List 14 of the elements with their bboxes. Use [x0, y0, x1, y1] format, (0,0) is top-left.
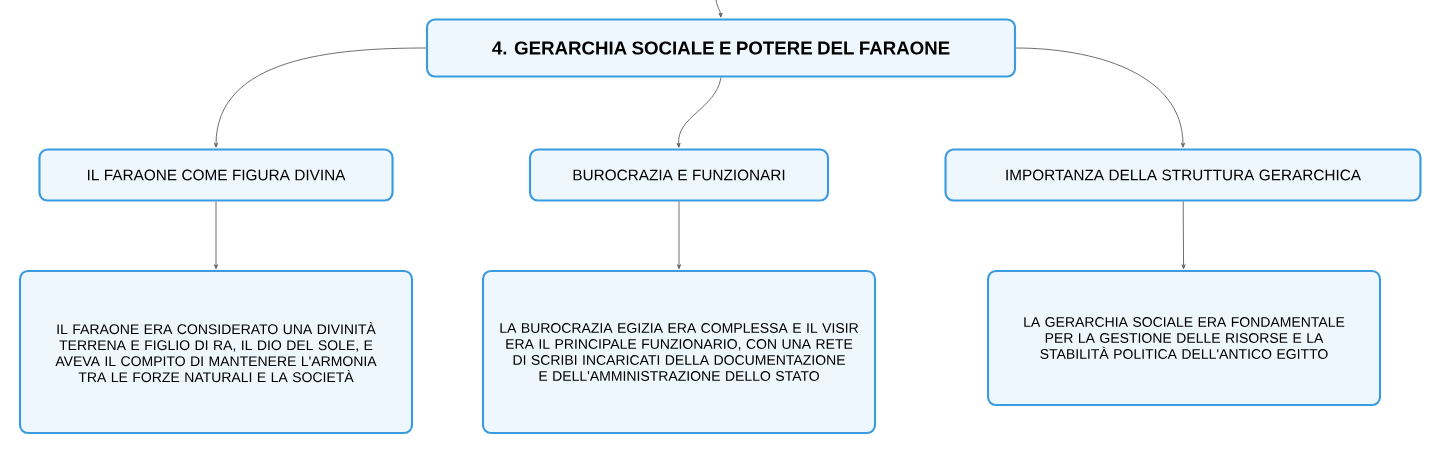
title-box: 4. GERARCHIA SOCIALE E POTERE DEL FARAONE: [425, 18, 1017, 78]
arrow: [676, 201, 682, 270]
text-box: LA GERARCHIA SOCIALE ERA FONDAMENTALE PER LA GESTIONE DELLE RISORSE E LA STABILITÀ POLITICA DELL'ANTICO EGITTO: [986, 269, 1382, 407]
arrow: [213, 47, 427, 148]
arrow: [676, 77, 722, 148]
arrow: [1181, 201, 1186, 270]
arrow: [1015, 47, 1186, 148]
text-box: LA BUROCRAZIA EGIZIA ERA COMPLESSA E IL VISIR ERA IL PRINCIPALE FUNZIONARIO, CON UNA RETE DI SCRIBI INCARICATI DELLA DOCUMENTAZIONE E DELL'AMMINISTRAZIONE DELLO STATO: [481, 269, 877, 435]
topic-box: IL FARAONE COME FIGURA DIVINA: [38, 148, 394, 202]
topic-box: BUROCRAZIA E FUNZIONARI: [528, 148, 830, 202]
arrow: [715, 0, 723, 18]
arrow: [213, 201, 219, 270]
text-box: IL FARAONE ERA CONSIDERATO UNA DIVINITÀ TERRENA E FIGLIO DI RA, IL DIO DEL SOLE, E AVEVA IL COMPITO DI MANTENERE L'ARMONIA TRA LE FORZE NATURALI E LA SOCIETÀ: [18, 269, 414, 435]
topic-box: IMPORTANZA DELLA STRUTTURA GERARCHICA: [944, 148, 1422, 202]
